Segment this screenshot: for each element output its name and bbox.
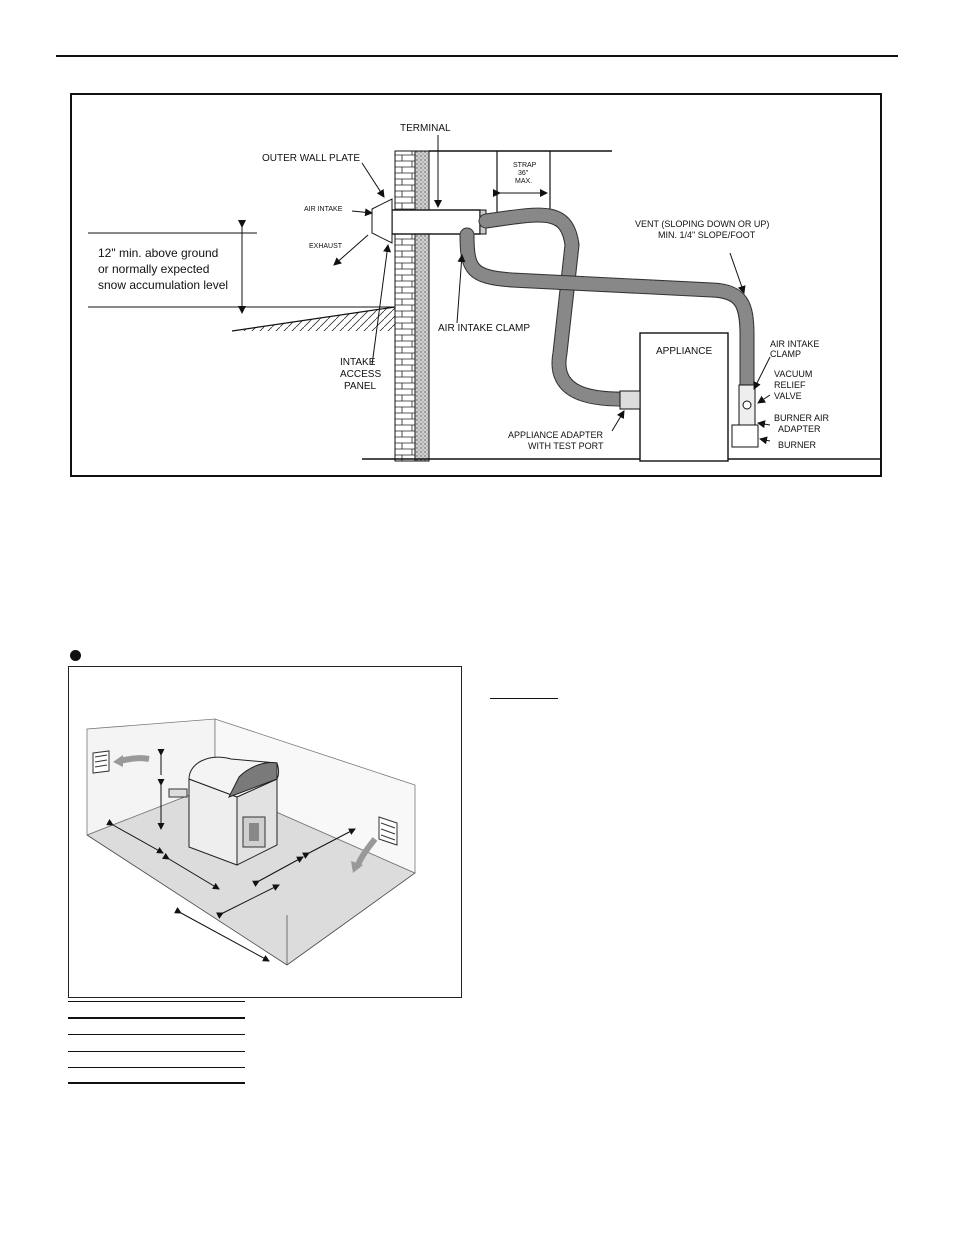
vent-label-1: VENT (SLOPING DOWN OR UP) [635,219,769,229]
header-rule [56,55,898,57]
air-flow-out-arrow [118,755,150,764]
room-clearance-figure [68,666,462,998]
vacuum-label-1: VACUUM [774,369,812,379]
table-rule-6 [68,1082,245,1084]
room-clearance-svg [86,718,416,966]
intake-access-label-3: PANEL [344,381,376,392]
wall-insulation [414,150,430,462]
outer-wall-plate [371,198,393,244]
right-louvre [378,816,398,846]
clearance-label-3: snow accumulation level [98,278,228,292]
table-rule-4 [68,1051,245,1052]
air-intake-clamp-left-label: AIR INTAKE CLAMP [438,323,530,334]
intake-access-label-2: ACCESS [340,369,381,380]
strap-label-1: STRAP [513,162,537,169]
flue-outlet [168,788,188,798]
exhaust-label: EXHAUST [309,243,343,250]
vent-installation-figure: TERMINAL OUTER WALL PLATE STRAP 36" MAX.… [70,93,882,477]
burner-label: BURNER [778,440,817,450]
appliance-box [639,332,729,462]
burner-air-label-2: ADAPTER [778,424,821,434]
appliance-adapter-label-2: WITH TEST PORT [528,441,604,451]
brick-wall [394,150,416,462]
air-intake-clamp-right-label-2: CLAMP [770,349,801,359]
vacuum-label-2: RELIEF [774,380,806,390]
table-rule-1 [68,1001,245,1002]
table-rule-5 [68,1067,245,1068]
clearance-label-2: or normally expected [98,262,209,276]
air-intake-clamp-right-label-1: AIR INTAKE [770,339,819,349]
vent-label-2: MIN. 1/4" SLOPE/FOOT [658,230,756,240]
table-rule-3 [68,1034,245,1035]
terminal-label: TERMINAL [400,123,451,134]
boiler-top-panel [227,762,278,798]
note-heading-rule [490,698,558,699]
burner-air-label-1: BURNER AIR [774,413,830,423]
table-rule-2 [68,1017,245,1019]
strap-label-3: MAX. [515,178,532,185]
air-intake-label: AIR INTAKE [304,206,343,213]
appliance-adapter [619,390,641,410]
outer-wall-plate-label: OUTER WALL PLATE [262,153,360,164]
clearance-label-1: 12" min. above ground [98,246,218,260]
vacuum-label-3: VALVE [774,391,802,401]
vent-diagram-svg: TERMINAL OUTER WALL PLATE STRAP 36" MAX.… [88,123,880,462]
intake-access-label-1: INTAKE [340,357,376,368]
appliance-adapter-label-1: APPLIANCE ADAPTER [508,430,604,440]
burner [731,424,759,448]
strap-label-2: 36" [518,170,529,177]
section-bullet [70,650,81,661]
left-louvre [92,750,110,774]
appliance-label: APPLIANCE [656,346,712,357]
